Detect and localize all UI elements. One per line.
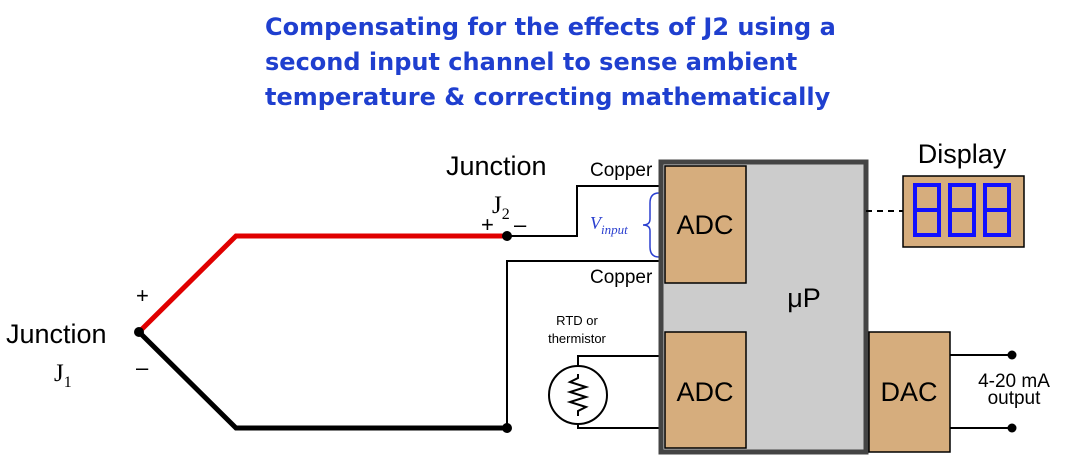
junction-j2-plus: + — [481, 212, 494, 237]
output-terminal-top — [1007, 350, 1017, 360]
vinput-brace — [642, 192, 660, 258]
junction-j2-label: Junction — [446, 151, 547, 181]
dac-block — [868, 331, 951, 453]
title-line-1: Compensating for the effects of J2 using… — [265, 13, 836, 41]
thermocouple-negative-wire — [137, 330, 507, 431]
digit-8-icon — [983, 183, 1011, 237]
junction-j1-name: J1 — [54, 360, 72, 391]
dac-label: DAC — [880, 377, 937, 407]
junction-j1-label: Junction — [6, 319, 107, 349]
junction-j2-minus: – — [514, 212, 527, 237]
adc-top-block — [664, 165, 747, 284]
junction-j2-name: J2 — [492, 192, 510, 223]
display-digits — [913, 183, 1011, 237]
rtd-resistor-icon — [566, 374, 590, 416]
adc-bottom-label: ADC — [676, 377, 733, 407]
adc-top-label: ADC — [676, 210, 733, 240]
junction-j1-plus: + — [136, 283, 149, 308]
copper-wire-bottom — [506, 260, 659, 428]
vinput-label: Vinput — [590, 213, 628, 237]
output-label-line-2: output — [988, 388, 1042, 409]
adc-bottom-block — [664, 331, 747, 449]
rtd-label-line-1: RTD or — [556, 313, 598, 328]
output-terminal-bottom — [1007, 423, 1017, 433]
copper-label-bottom: Copper — [590, 267, 653, 288]
rtd-label-line-2: thermistor — [548, 331, 606, 346]
junction-j1-minus: – — [136, 355, 149, 380]
junction-j2-dot — [502, 231, 512, 241]
title-line-3: temperature & correcting mathematically — [265, 83, 831, 111]
title-line-2: second input channel to sense ambient — [265, 48, 797, 76]
terminal-dot — [502, 423, 512, 433]
junction-j1-dot — [134, 327, 144, 337]
copper-wire-top — [507, 185, 659, 237]
output-label-line-1: 4-20 mA — [978, 371, 1050, 392]
microprocessor-label: μP — [787, 283, 821, 313]
copper-label-top: Copper — [590, 160, 653, 181]
thermocouple-positive-wire — [137, 233, 507, 334]
digit-8-icon — [948, 183, 976, 237]
digit-8-icon — [913, 183, 941, 237]
display-label: Display — [918, 139, 1007, 169]
